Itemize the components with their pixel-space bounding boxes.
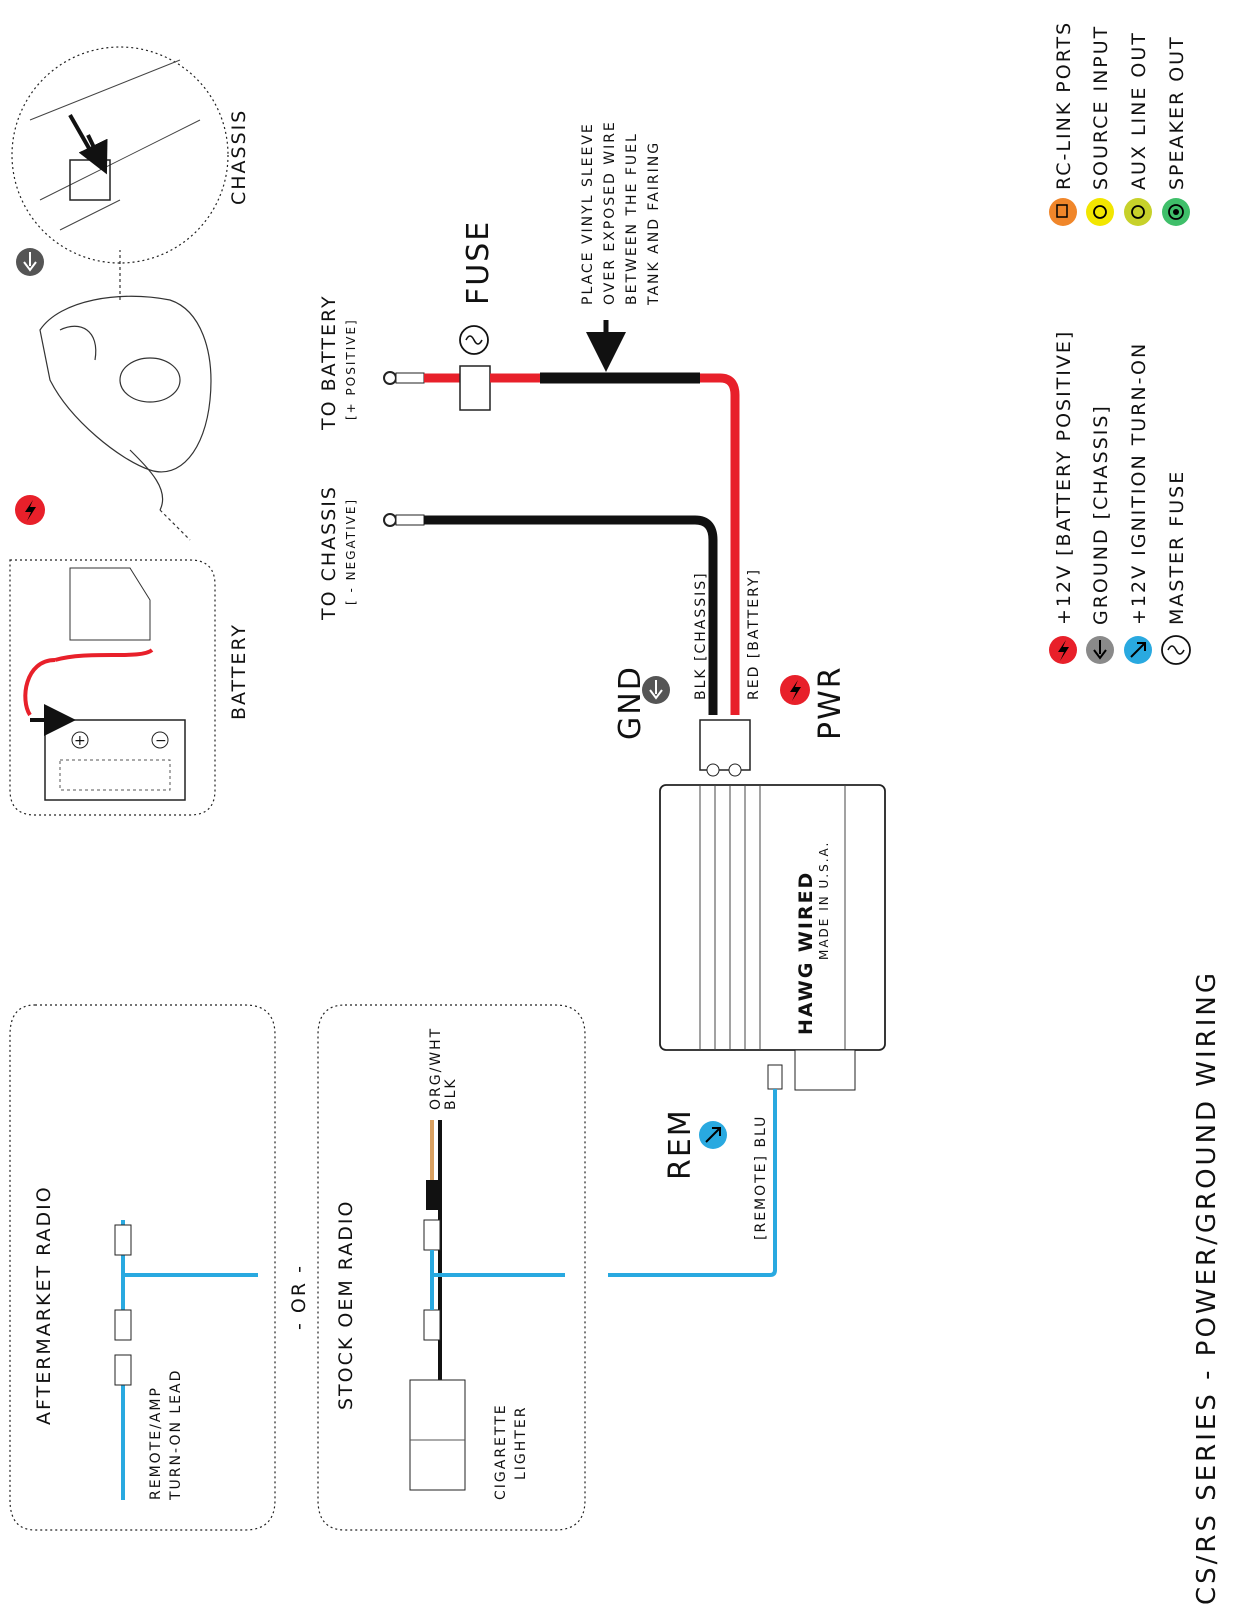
amplifier: HAWG WIRED MADE IN U.S.A. xyxy=(659,719,886,1091)
aftermarket-heading: AFTERMARKET RADIO xyxy=(33,1185,55,1425)
aftermarket-panel: AFTERMARKET RADIO REMOTE/AMP TURN-ON LEA… xyxy=(9,1004,276,1531)
sleeve-note-1: PLACE VINYL SLEEVE xyxy=(580,122,596,305)
or-label: - OR - xyxy=(288,1264,310,1330)
lead-label-2: TURN-ON LEAD xyxy=(168,1369,184,1501)
legend-item-ground: GROUND [CHASSIS] xyxy=(1090,404,1112,625)
svg-text:−: − xyxy=(155,733,169,749)
svg-text:+: + xyxy=(74,733,88,749)
legend-item-speaker: SPEAKER OUT xyxy=(1166,35,1188,190)
legend-right: RC-LINK PORTS SOURCE INPUT AUX LINE OUT … xyxy=(1049,21,1190,226)
to-battery-label: TO BATTERY xyxy=(318,294,340,431)
speaker-connector xyxy=(794,1049,856,1091)
wire-orgwht-label: ORG/WHT xyxy=(428,1027,444,1110)
blk-wire-label: BLK [CHASSIS] xyxy=(693,571,709,700)
cigarette-lighter xyxy=(409,1379,466,1491)
lead-label-1: REMOTE/AMP xyxy=(148,1386,164,1500)
sleeve-note-4: TANK AND FAIRING xyxy=(646,141,662,306)
bolt-icon xyxy=(780,675,810,705)
bolt-icon xyxy=(15,495,45,525)
lighter-label-2: LIGHTER xyxy=(513,1406,529,1480)
to-chassis-sub: [ - NEGATIVE] xyxy=(344,498,358,605)
wire-blk-label: BLK xyxy=(443,1077,459,1110)
chassis-wire xyxy=(383,513,718,715)
sleeve-note-2: OVER EXPOSED WIRE xyxy=(602,120,618,305)
rem-label: REM xyxy=(663,1108,698,1180)
battery-label: BATTERY xyxy=(228,623,250,720)
remote-wire xyxy=(608,1064,783,1277)
gnd-label: GND xyxy=(613,665,648,740)
source-input-icon xyxy=(1086,198,1114,226)
brand-logo: HAWG WIRED xyxy=(795,871,817,1035)
battery-wire xyxy=(383,365,740,715)
stock-panel: STOCK OEM RADIO ORG/WHT BLK CIGARETTE LI… xyxy=(317,1004,586,1531)
motorcycle-sketch xyxy=(39,250,212,541)
red-wire-label: RED [BATTERY] xyxy=(746,568,762,700)
pwr-label: PWR xyxy=(813,665,848,740)
sleeve-note-3: BETWEEN THE FUEL xyxy=(624,132,640,305)
battery-body xyxy=(44,719,186,801)
fuse-label: FUSE xyxy=(461,220,496,305)
to-battery-sub: [+ POSITIVE] xyxy=(344,318,358,420)
ignition-icon xyxy=(699,1121,727,1149)
stock-heading: STOCK OEM RADIO xyxy=(335,1200,357,1410)
inline-fuse xyxy=(459,365,491,411)
power-terminal-block xyxy=(699,719,751,771)
aux-line-out-icon xyxy=(1124,198,1152,226)
chassis-label: CHASSIS xyxy=(228,109,250,205)
legend-left: +12V [BATTERY POSITIVE] GROUND [CHASSIS]… xyxy=(1049,330,1191,665)
lighter-label-1: CIGARETTE xyxy=(493,1403,509,1500)
battery-lead xyxy=(23,658,56,717)
ground-icon xyxy=(642,676,670,704)
fuse-icon xyxy=(459,325,489,355)
legend-item-aux: AUX LINE OUT xyxy=(1128,31,1150,190)
made-in-label: MADE IN U.S.A. xyxy=(817,841,831,960)
legend-item-rc-link: RC-LINK PORTS xyxy=(1053,21,1075,190)
battery-inset: + − BATTERY xyxy=(9,559,250,816)
rc-link-icon xyxy=(1049,198,1077,226)
legend-item-ignition: +12V IGNITION TURN-ON xyxy=(1128,342,1150,625)
legend-item-fuse: MASTER FUSE xyxy=(1166,470,1188,625)
to-chassis-label: TO CHASSIS xyxy=(318,485,340,621)
rem-wire-label: [REMOTE] BLU xyxy=(753,1115,769,1240)
chassis-inset: CHASSIS xyxy=(11,46,250,264)
ground-icon xyxy=(16,248,44,276)
legend-item-source: SOURCE INPUT xyxy=(1090,25,1112,190)
page-title: CS/RS SERIES - POWER/GROUND WIRING xyxy=(1192,970,1222,1605)
legend-item-battery: +12V [BATTERY POSITIVE] xyxy=(1053,330,1075,625)
